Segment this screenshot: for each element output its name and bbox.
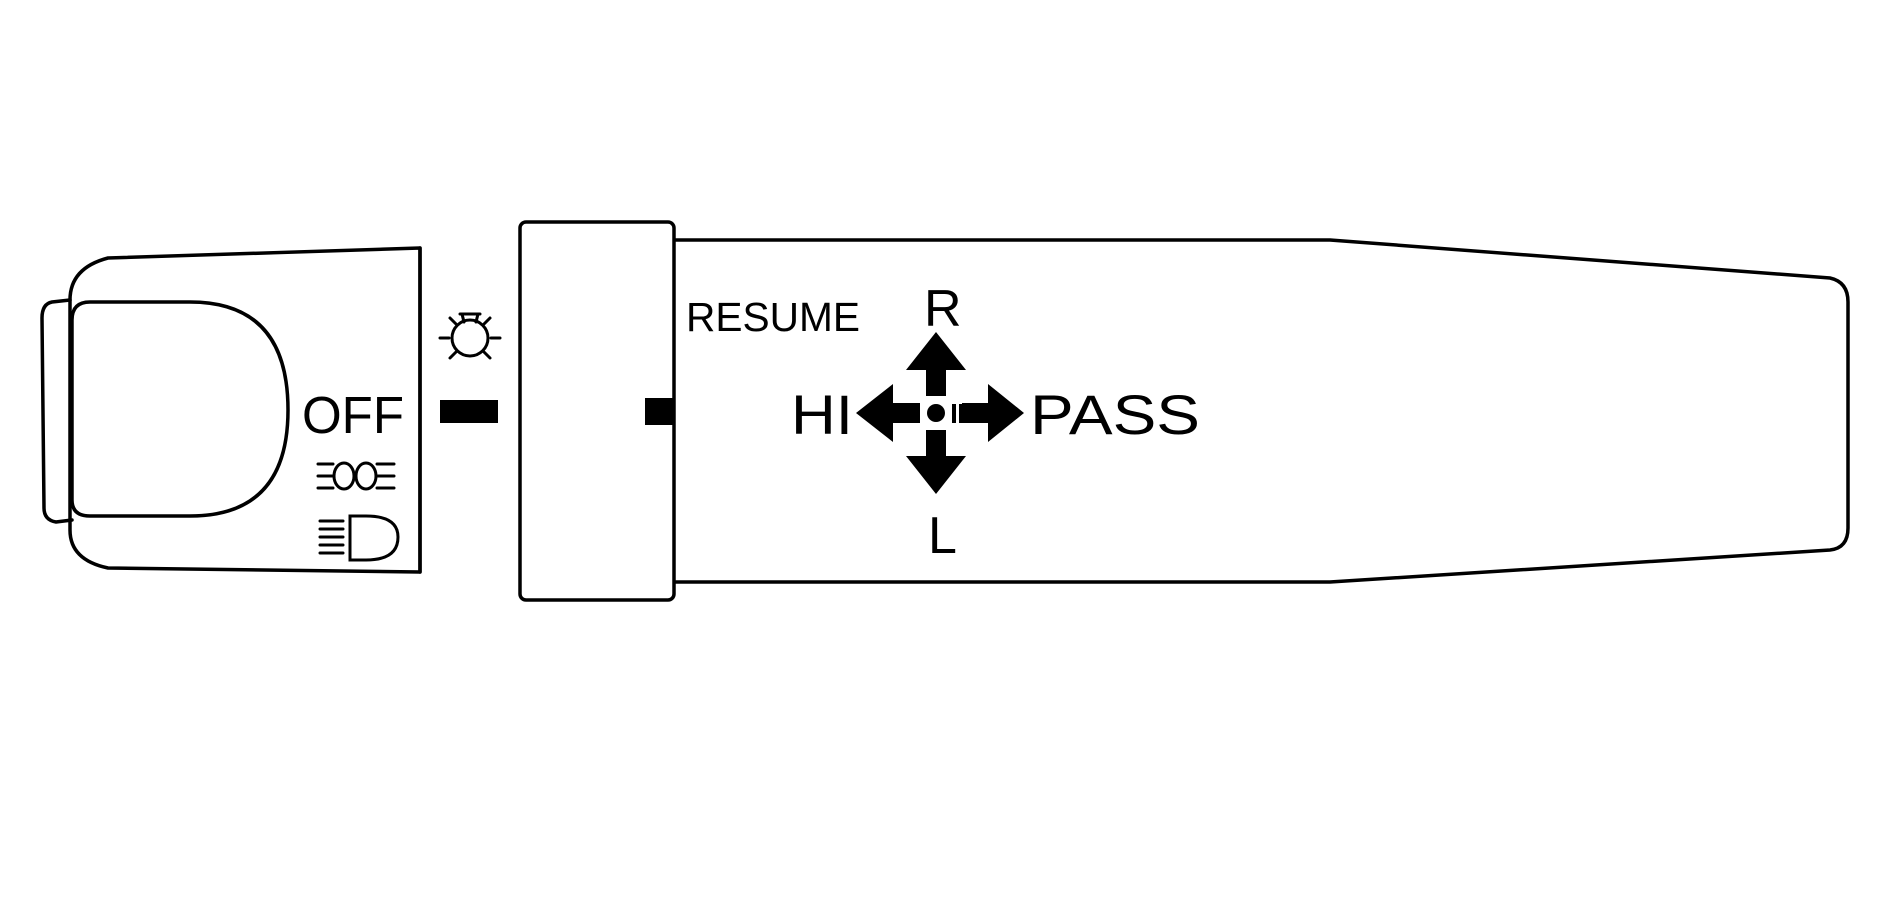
pass-label: PASS bbox=[1030, 383, 1200, 446]
parking-lamps-icon bbox=[316, 461, 396, 491]
center-dot-icon bbox=[927, 404, 945, 422]
four-way-arrow-icon bbox=[856, 332, 1024, 494]
arrow-left-icon bbox=[856, 384, 920, 442]
arrow-up-icon bbox=[906, 332, 966, 396]
collar-position-mark bbox=[645, 398, 673, 425]
end-cap-flap bbox=[40, 298, 74, 524]
resume-label: RESUME bbox=[686, 294, 860, 340]
rotating-collar[interactable] bbox=[518, 220, 676, 602]
off-label: OFF bbox=[302, 387, 404, 445]
arrow-down-icon bbox=[906, 430, 966, 494]
headlamp-position-mark bbox=[440, 400, 498, 423]
dome-lamp-icon bbox=[438, 312, 502, 360]
hi-label: HI bbox=[791, 383, 853, 446]
lever-stalk bbox=[668, 238, 1850, 584]
arrow-right-icon bbox=[962, 384, 1024, 442]
end-cap bbox=[70, 300, 290, 518]
r-label: R bbox=[924, 280, 962, 338]
l-label: L bbox=[928, 507, 957, 565]
headlamps-icon bbox=[318, 514, 400, 562]
